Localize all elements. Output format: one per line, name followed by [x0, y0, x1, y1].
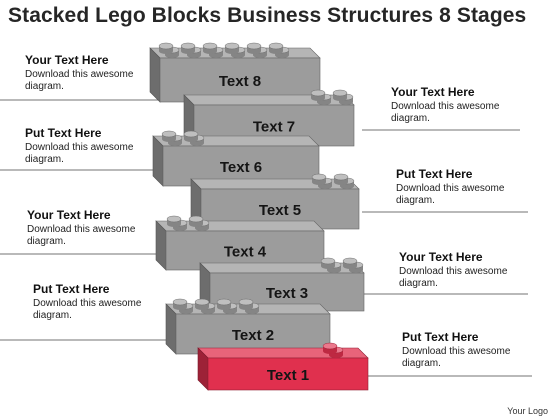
callout-body: Download this awesome diagram. [402, 346, 511, 369]
stud-top [238, 298, 254, 306]
stud-base [203, 48, 217, 54]
lego-block-8: Text 8 [149, 42, 321, 103]
stud-base [167, 221, 181, 227]
page-title: Stacked Lego Blocks Business Structures … [8, 4, 527, 27]
callout-3: Put Text Here Download this awesome diag… [25, 126, 165, 166]
block-label: Text 3 [266, 285, 308, 302]
stud-top [172, 298, 188, 306]
callout-5: Your Text Here Download this awesome dia… [27, 208, 167, 248]
stud-base [334, 179, 348, 185]
block-label: Text 6 [220, 159, 262, 176]
block-front-face [175, 313, 331, 355]
stud-base [225, 48, 239, 54]
stud-base [311, 95, 325, 101]
stud-base [159, 48, 173, 54]
stud-base [323, 348, 337, 354]
callout-4: Put Text Here Download this awesome diag… [396, 167, 536, 207]
block-label: Text 1 [267, 367, 309, 384]
stud-base [181, 48, 195, 54]
callout-heading: Put Text Here [396, 167, 473, 181]
stud-base [343, 263, 357, 269]
callout-body: Download this awesome diagram. [396, 183, 505, 206]
lego-block-4: Text 4 [155, 215, 325, 271]
callout-body: Download this awesome diagram. [25, 142, 134, 165]
callout-body: Download this awesome diagram. [33, 298, 142, 321]
callout-heading: Put Text Here [402, 330, 479, 344]
callout-heading: Your Text Here [25, 53, 109, 67]
stud-top [224, 42, 240, 50]
stud-top [194, 298, 210, 306]
callout-body: Download this awesome diagram. [391, 101, 500, 124]
callout-heading: Your Text Here [391, 85, 475, 99]
stud-base [269, 48, 283, 54]
stud-base [189, 221, 203, 227]
stud-top [311, 173, 327, 181]
callout-8: Put Text Here Download this awesome diag… [402, 330, 542, 370]
block-front-face [207, 357, 369, 391]
stud-top [188, 215, 204, 223]
stud-top [342, 257, 358, 265]
callout-heading: Put Text Here [25, 126, 102, 140]
stud-base [312, 179, 326, 185]
block-front-face [159, 57, 321, 103]
stud-top [246, 42, 262, 50]
stud-top [166, 215, 182, 223]
stud-top [320, 257, 336, 265]
stud-top [158, 42, 174, 50]
lego-block-2: Text 2 [165, 298, 331, 355]
stud-base [217, 304, 231, 310]
stud-top [332, 89, 348, 97]
stud-top [268, 42, 284, 50]
block-label: Text 4 [224, 244, 267, 261]
callout-body: Download this awesome diagram. [25, 69, 134, 92]
block-label: Text 2 [232, 327, 274, 344]
stud-base [247, 48, 261, 54]
stud-base [239, 304, 253, 310]
stud-top [161, 130, 177, 138]
lego-block-6: Text 6 [152, 130, 320, 187]
stud-base [321, 263, 335, 269]
callout-heading: Your Text Here [399, 250, 483, 264]
block-top-face [190, 178, 360, 190]
block-label: Text 8 [219, 73, 261, 90]
block-label: Text 5 [259, 202, 301, 219]
lego-block-1: Text 1 [197, 342, 369, 391]
callout-body: Download this awesome diagram. [27, 224, 136, 247]
callout-2: Your Text Here Download this awesome dia… [391, 85, 531, 125]
stud-base [173, 304, 187, 310]
callout-1: Your Text Here Download this awesome dia… [25, 53, 165, 93]
stud-base [162, 136, 176, 142]
stud-base [195, 304, 209, 310]
stud-base [184, 136, 198, 142]
callout-heading: Your Text Here [27, 208, 111, 222]
stud-top [180, 42, 196, 50]
stud-top [333, 173, 349, 181]
stud-top [216, 298, 232, 306]
stud-base [333, 95, 347, 101]
callout-7: Put Text Here Download this awesome diag… [33, 282, 173, 322]
stud-top [322, 342, 338, 350]
callout-6: Your Text Here Download this awesome dia… [399, 250, 539, 290]
stud-top [310, 89, 326, 97]
stud-top [202, 42, 218, 50]
callout-heading: Put Text Here [33, 282, 110, 296]
callout-body: Download this awesome diagram. [399, 266, 508, 289]
stud-top [183, 130, 199, 138]
logo-text: Your Logo [507, 406, 548, 416]
block-label: Text 7 [253, 119, 295, 136]
